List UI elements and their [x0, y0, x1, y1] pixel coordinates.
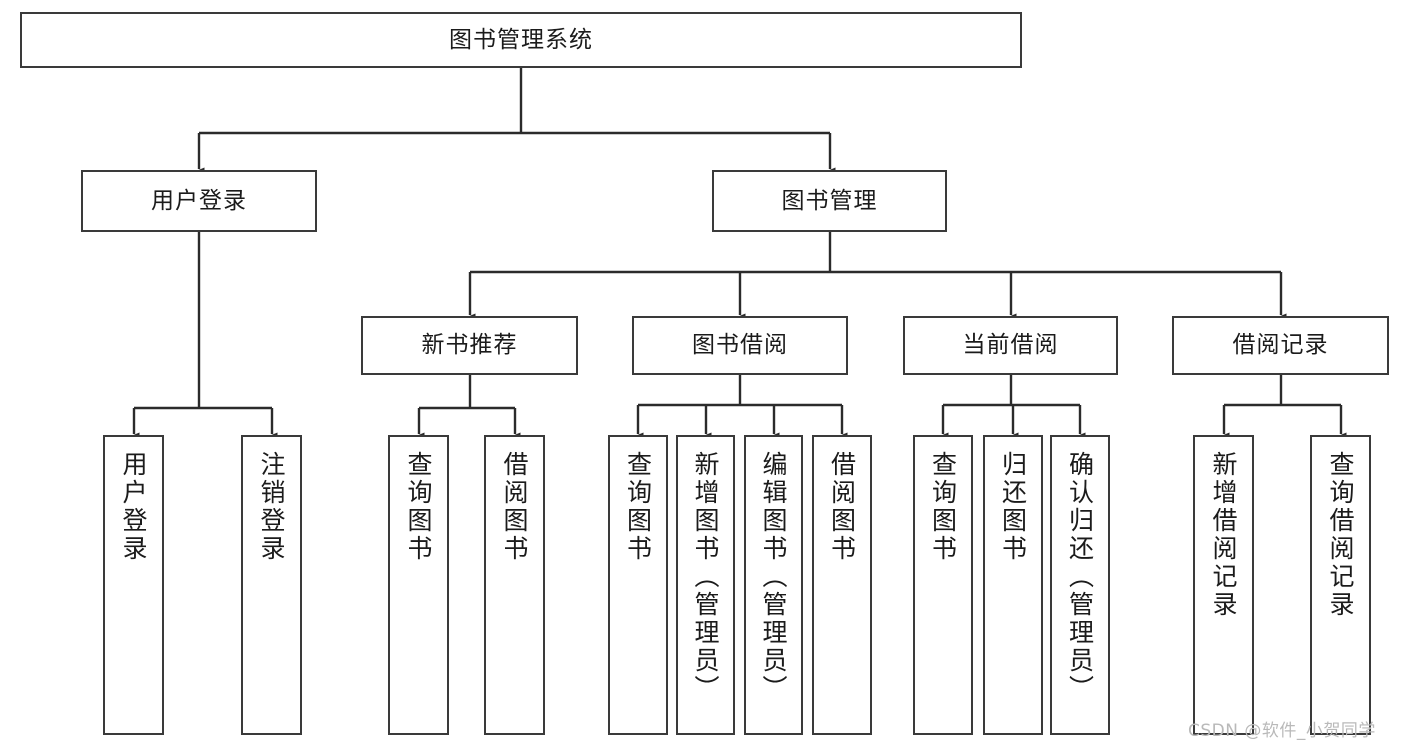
node-label: 借阅图书: [500, 451, 529, 563]
node-label: 借阅记录: [1232, 332, 1329, 359]
node-lf5[interactable]: 查询图书: [608, 435, 668, 735]
node-label: 借阅图书: [827, 451, 857, 563]
node-label: 查询图书: [623, 451, 653, 563]
node-label: 新增借阅记录: [1209, 451, 1238, 619]
node-lf4[interactable]: 借阅图书: [484, 435, 545, 735]
node-label: 查询图书: [928, 451, 958, 563]
watermark-csdn: CSDN @软件_小贺同学: [1188, 721, 1376, 741]
node-lf8[interactable]: 借阅图书: [812, 435, 872, 735]
node-label: 图书借阅: [692, 332, 788, 359]
node-label: 图书管理系统: [449, 26, 593, 53]
node-lf1[interactable]: 用户登录: [103, 435, 164, 735]
node-label: 归还图书: [998, 451, 1028, 563]
node-label: 图书管理: [781, 187, 878, 214]
node-lf11[interactable]: 确认归还（管理员）: [1050, 435, 1110, 735]
node-lf2[interactable]: 注销登录: [241, 435, 302, 735]
node-label: 当前借阅: [962, 332, 1059, 359]
node-label: 用户登录: [119, 451, 148, 563]
node-label: 用户登录: [151, 187, 247, 214]
node-root[interactable]: 图书管理系统: [20, 12, 1022, 68]
node-lf3[interactable]: 查询图书: [388, 435, 449, 735]
node-label: 查询图书: [404, 451, 433, 563]
node-book_borrow[interactable]: 图书借阅: [632, 316, 848, 375]
node-cur_borrow[interactable]: 当前借阅: [903, 316, 1118, 375]
node-label: 注销登录: [257, 451, 286, 563]
node-lf6[interactable]: 新增图书（管理员）: [676, 435, 735, 735]
node-label: 新书推荐: [421, 332, 518, 359]
node-lf9[interactable]: 查询图书: [913, 435, 973, 735]
node-label: 编辑图书（管理员）: [759, 451, 788, 703]
node-book_mgmt[interactable]: 图书管理: [712, 170, 947, 232]
node-lf10[interactable]: 归还图书: [983, 435, 1043, 735]
node-label: 新增图书（管理员）: [691, 451, 720, 703]
node-lf13[interactable]: 查询借阅记录: [1310, 435, 1371, 735]
node-lf7[interactable]: 编辑图书（管理员）: [744, 435, 803, 735]
node-label: 确认归还（管理员）: [1065, 451, 1095, 703]
node-new_rec[interactable]: 新书推荐: [361, 316, 578, 375]
node-lf12[interactable]: 新增借阅记录: [1193, 435, 1254, 735]
node-user_login[interactable]: 用户登录: [81, 170, 317, 232]
node-borrow_log[interactable]: 借阅记录: [1172, 316, 1389, 375]
node-label: 查询借阅记录: [1326, 451, 1355, 619]
